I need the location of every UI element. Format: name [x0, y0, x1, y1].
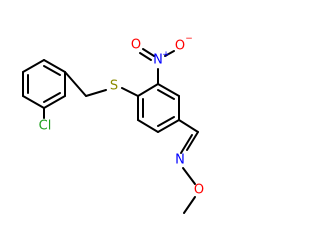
bond-inner	[157, 89, 175, 100]
bond	[142, 48, 155, 57]
sulfur-atom-label: S	[110, 79, 118, 94]
bond	[186, 131, 199, 151]
atom-labels: S Cl N + O − O N O	[39, 34, 204, 198]
bond	[164, 50, 175, 57]
nitro-oxygen-top-label: O	[175, 39, 185, 54]
bond	[137, 119, 159, 133]
bond	[22, 59, 45, 73]
oxime-nitrogen-label: N	[175, 153, 185, 168]
bond	[137, 83, 159, 97]
chlorine-atom-label: Cl	[39, 119, 52, 134]
nitro-nitrogen-label: N	[153, 53, 163, 68]
oxime-oxygen-label: O	[194, 183, 204, 198]
molecule-structure: S Cl N + O − O N O	[22, 34, 204, 214]
bond	[157, 83, 180, 97]
bond-inner	[43, 65, 61, 76]
bond	[139, 52, 152, 61]
bond	[22, 95, 45, 109]
nitro-nitrogen-charge: +	[162, 50, 170, 60]
bond	[85, 89, 107, 97]
nitro-oxygen-charge: −	[185, 34, 193, 44]
bond-inner	[157, 116, 175, 127]
bond	[64, 71, 87, 97]
bond-inner	[43, 92, 61, 103]
bonds	[22, 48, 199, 214]
bond	[121, 87, 139, 97]
bond	[183, 196, 196, 214]
nitro-oxygen-side-label: O	[131, 38, 141, 53]
structure-canvas: S Cl N + O − O N O	[22, 34, 205, 214]
bond	[182, 167, 196, 185]
bond	[180, 134, 193, 154]
bond	[157, 119, 180, 133]
bond	[43, 59, 66, 73]
bond	[43, 95, 66, 109]
bond	[178, 119, 199, 133]
